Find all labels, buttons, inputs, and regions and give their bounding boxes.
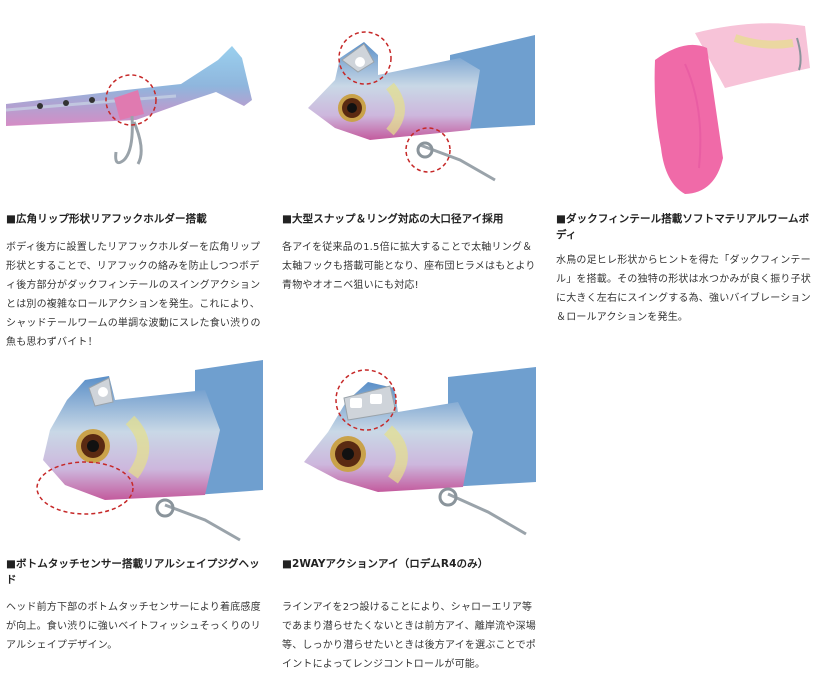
feature-description: ラインアイを2つ設けることにより、シャローエリア等であまり潜らせたくないときは前… bbox=[282, 602, 536, 670]
feature-heading: ■ダックフィンテール搭載ソフトマテリアルワームボディ bbox=[556, 213, 810, 241]
feature-heading: ■広角リップ形状リアフックホルダー搭載 bbox=[6, 213, 207, 225]
bottom-touch-sensor-photo bbox=[5, 360, 263, 552]
feature-description: 各アイを従来品の1.5倍に拡大することで太軸リング＆太軸フックも搭載可能となり、… bbox=[282, 242, 536, 291]
duck-fin-tail-photo bbox=[615, 8, 817, 198]
large-eye-photo bbox=[280, 0, 535, 195]
feature-heading: ■2WAYアクションアイ（ロデムR4のみ） bbox=[282, 558, 489, 570]
2way-action-eye-photo bbox=[298, 362, 536, 547]
rear-hook-holder-photo bbox=[6, 40, 261, 192]
feature-heading: ■ボトムタッチセンサー搭載リアルシェイプジグヘッド bbox=[6, 558, 260, 586]
feature-description: ボディ後方に設置したリアフックホルダーを広角リップ形状とすることで、リアフックの… bbox=[6, 242, 261, 348]
feature-description: ヘッド前方下部のボトムタッチセンサーにより着底感度が向上。食い渋りに強いベイトフ… bbox=[6, 602, 261, 651]
feature-heading: ■大型スナップ＆リング対応の大口径アイ採用 bbox=[282, 213, 504, 225]
feature-description: 水鳥の足ヒレ形状からヒントを得た「ダックフィンテール」を搭載。その独特の形状は水… bbox=[556, 255, 811, 323]
